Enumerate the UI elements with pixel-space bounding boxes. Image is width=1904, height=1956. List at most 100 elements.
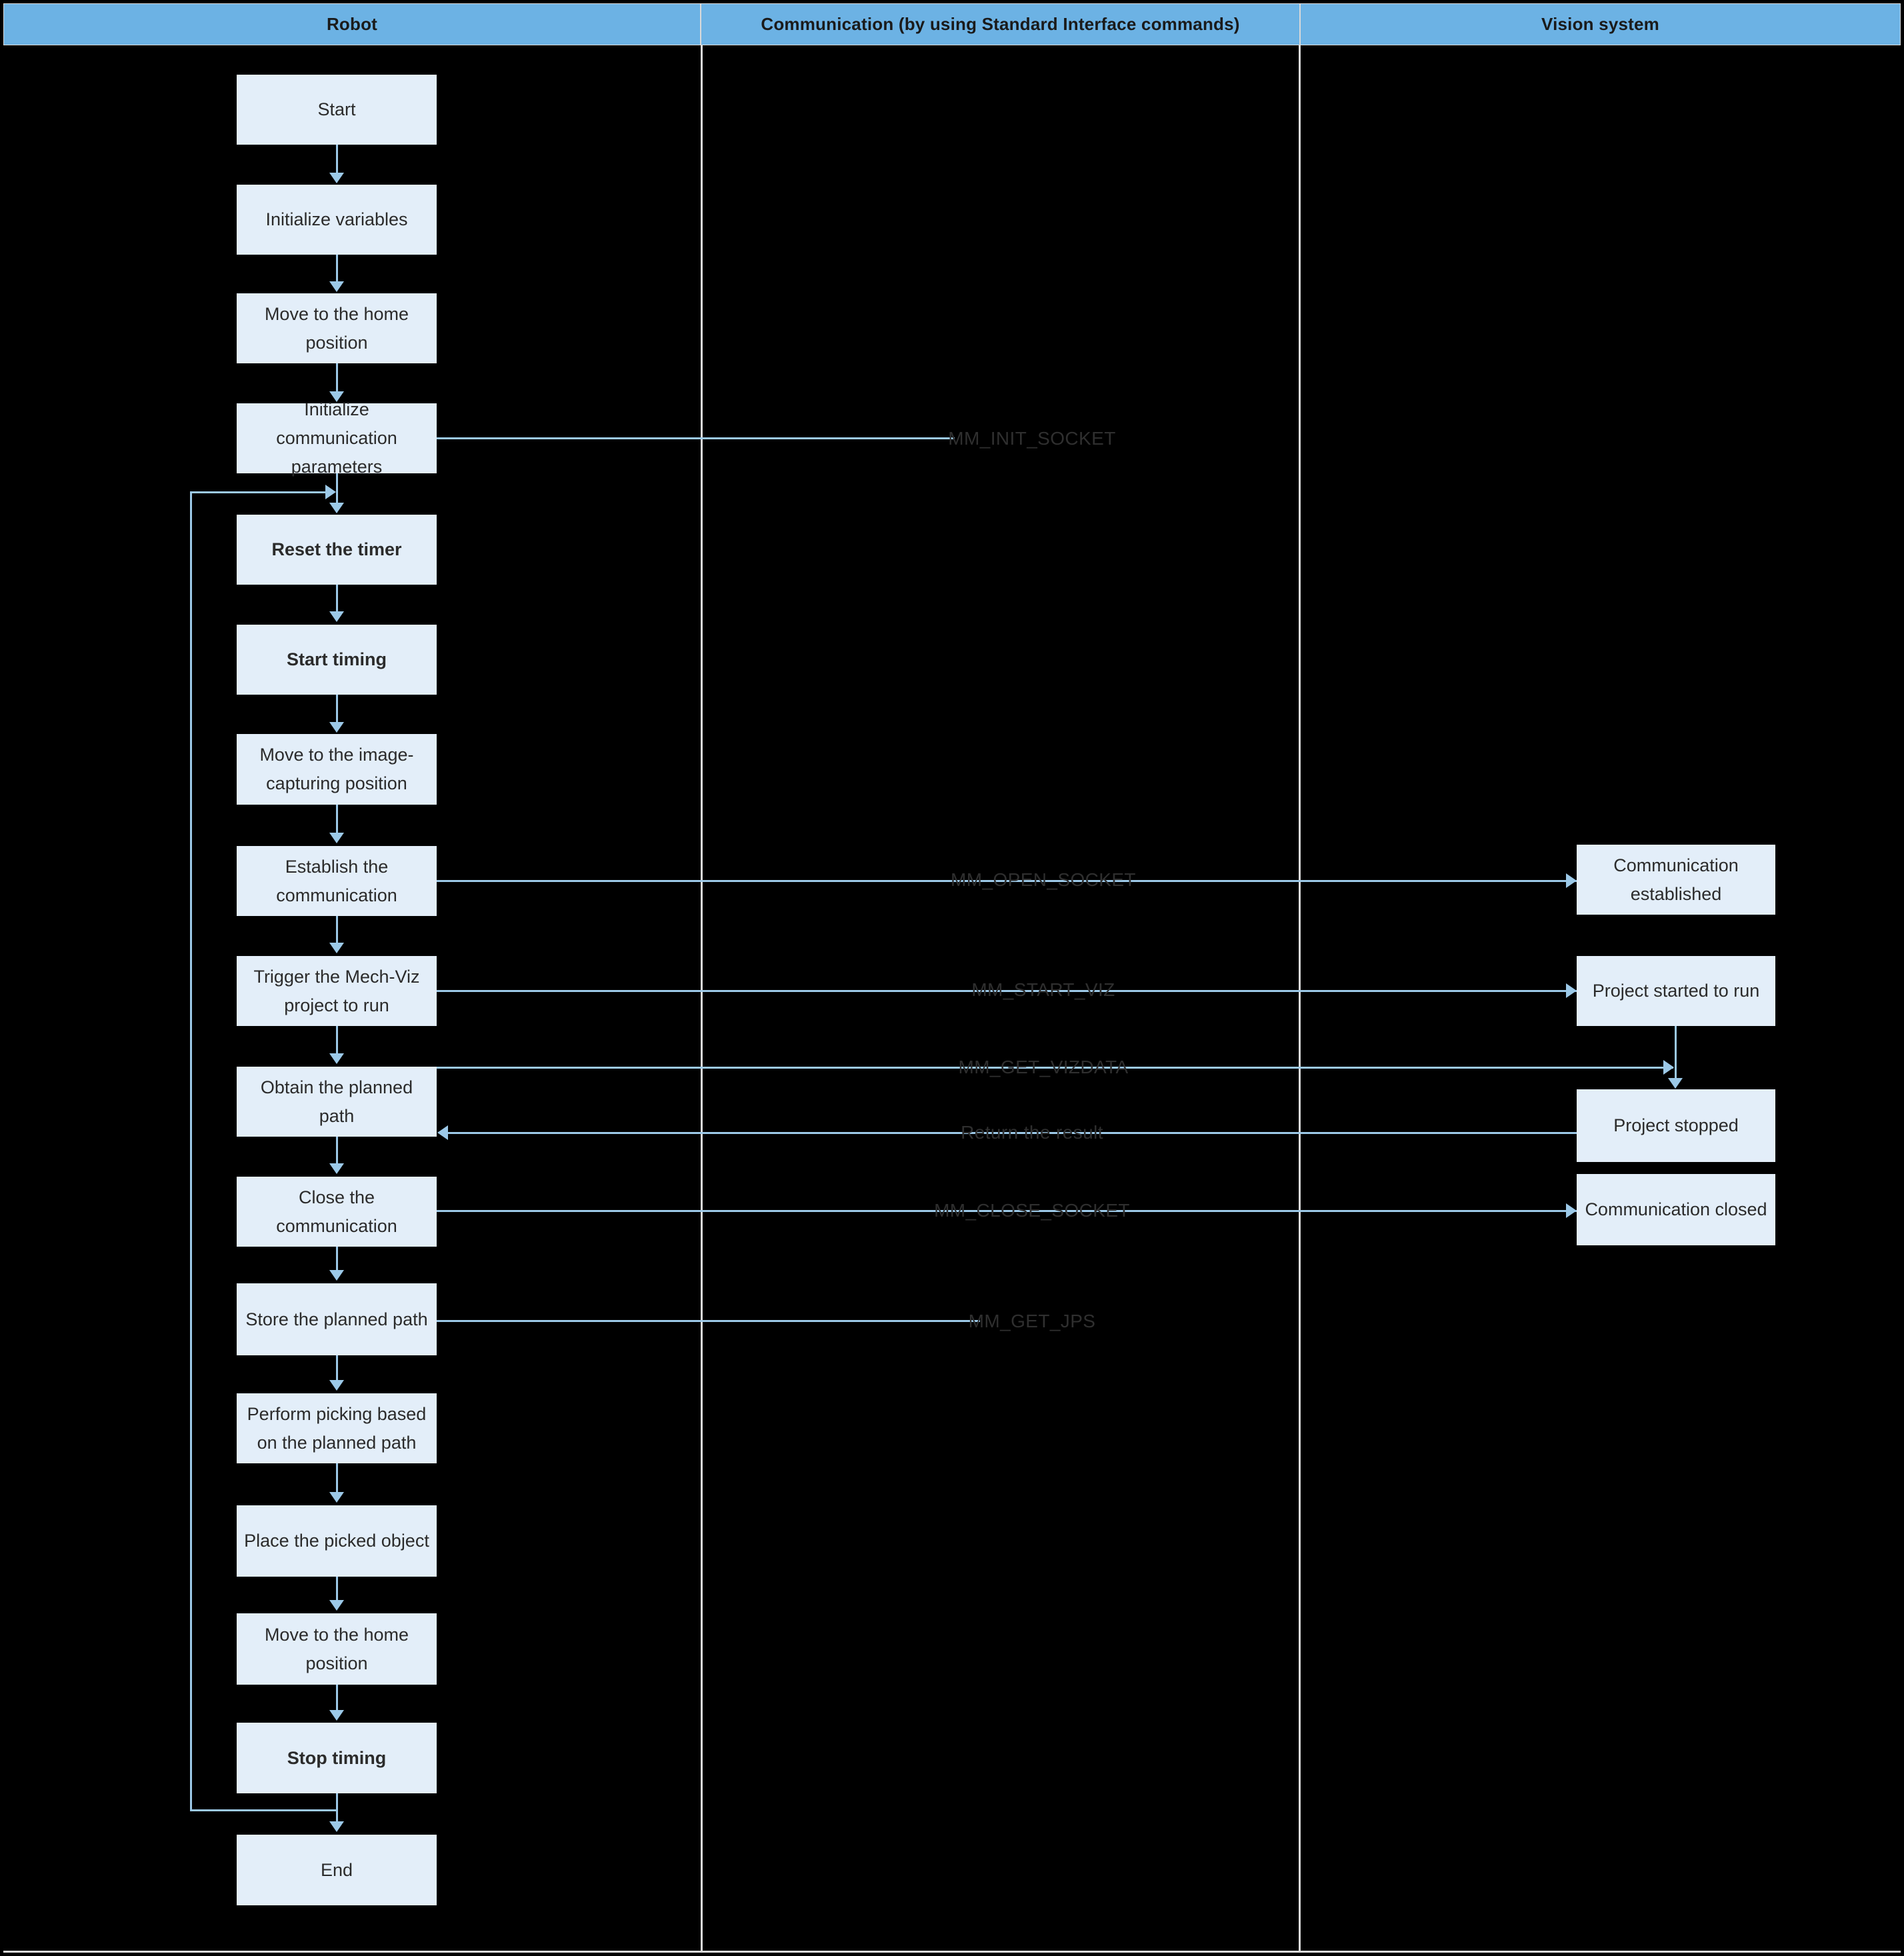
node-establish-the-communication[interactable]: Establish the communication <box>237 846 437 916</box>
node-label: Move to the home position <box>264 303 409 353</box>
connector-start-to-init <box>336 145 338 174</box>
node-project-started-to-run[interactable]: Project started to run <box>1577 956 1775 1026</box>
node-close-the-communication[interactable]: Close the communication <box>237 1177 437 1247</box>
node-perform-picking[interactable]: Perform picking based on the planned pat… <box>237 1393 437 1463</box>
msgline-mm-get-jps <box>437 1320 980 1322</box>
node-obtain-the-planned-path[interactable]: Obtain the planned path <box>237 1067 437 1137</box>
arrow-mm-get-vizdata <box>1663 1060 1674 1075</box>
arrow-initcomm-to-resettimer <box>329 503 344 513</box>
msgline-return-the-result <box>448 1132 1577 1134</box>
node-end[interactable]: End <box>237 1835 437 1905</box>
arrow-starttiming-to-movecapture <box>329 722 344 733</box>
lane-title-vision: Vision system <box>1541 14 1659 34</box>
node-label: Start <box>317 99 356 119</box>
node-start-timing[interactable]: Start timing <box>237 625 437 695</box>
lane-divider-1 <box>701 45 703 1952</box>
lane-header-robot: Robot <box>3 3 701 45</box>
msgline-mm-start-viz <box>437 990 1577 992</box>
connector-close-to-store <box>336 1247 338 1273</box>
message-label-mm-start-viz: MM_START_VIZ <box>971 979 1115 1000</box>
arrow-trigger-to-obtain <box>329 1053 344 1064</box>
connector-projectstarted-to-projectstopped <box>1675 1026 1677 1083</box>
connector-movehome-to-initcomm <box>336 363 338 393</box>
lane-title-robot: Robot <box>326 14 378 34</box>
node-label: End <box>320 1859 353 1880</box>
loopback-bottom-segment <box>190 1809 337 1811</box>
connector-place-to-movehome2 <box>336 1577 338 1602</box>
arrow-start-to-init <box>329 173 344 183</box>
node-label: Trigger the Mech-Viz project to run <box>253 966 420 1015</box>
arrow-movehome2-to-stoptiming <box>329 1710 344 1721</box>
node-trigger-mech-viz-project[interactable]: Trigger the Mech-Viz project to run <box>237 956 437 1026</box>
node-label: Close the communication <box>276 1187 397 1236</box>
arrow-obtain-to-close <box>329 1163 344 1174</box>
connector-trigger-to-obtain <box>336 1026 338 1055</box>
node-store-the-planned-path[interactable]: Store the planned path <box>237 1283 437 1355</box>
node-reset-the-timer[interactable]: Reset the timer <box>237 515 437 585</box>
msgline-mm-get-vizdata <box>437 1067 1673 1069</box>
node-label: Reset the timer <box>271 539 402 559</box>
lane-divider-2 <box>1299 45 1301 1952</box>
loopback-vertical-segment <box>190 491 192 1811</box>
node-label: Place the picked object <box>244 1531 429 1551</box>
node-label: Initialize variables <box>265 209 408 229</box>
message-label-return-the-result: Return the result <box>961 1122 1103 1143</box>
arrow-perform-to-place <box>329 1492 344 1503</box>
message-label-mm-get-vizdata: MM_GET_VIZDATA <box>958 1057 1129 1077</box>
connector-movehome2-to-stoptiming <box>336 1685 338 1713</box>
frame-bottom-border <box>3 1951 1901 1953</box>
node-communication-closed[interactable]: Communication closed <box>1577 1174 1775 1245</box>
message-label-mm-open-socket: MM_OPEN_SOCKET <box>951 869 1136 890</box>
node-label: Stop timing <box>287 1747 387 1768</box>
lane-header-vision: Vision system <box>1300 3 1901 45</box>
lane-header-communication: Communication (by using Standard Interfa… <box>701 3 1300 45</box>
connector-init-to-movehome <box>336 255 338 283</box>
msgline-mm-init-socket <box>437 437 955 439</box>
node-move-to-home-position-2[interactable]: Move to the home position <box>237 1613 437 1685</box>
node-label: Move to the image-capturing position <box>259 745 414 793</box>
node-stop-timing[interactable]: Stop timing <box>237 1723 437 1793</box>
node-label: Project started to run <box>1592 981 1760 1001</box>
node-place-the-picked-object[interactable]: Place the picked object <box>237 1505 437 1577</box>
arrow-loopback-to-resettimer <box>325 485 336 499</box>
node-initialize-variables[interactable]: Initialize variables <box>237 185 437 255</box>
node-label: Initialize communication parameters <box>276 399 397 477</box>
message-label-mm-get-jps: MM_GET_JPS <box>968 1311 1096 1331</box>
node-label: Establish the communication <box>276 856 397 905</box>
node-label: Perform picking based on the planned pat… <box>247 1403 427 1453</box>
connector-obtain-to-close <box>336 1137 338 1165</box>
connector-stoptiming-to-end <box>336 1793 338 1823</box>
node-label: Communication closed <box>1585 1199 1767 1219</box>
node-move-to-home-position-1[interactable]: Move to the home position <box>237 293 437 363</box>
node-communication-established[interactable]: Communication established <box>1577 845 1775 915</box>
connector-perform-to-place <box>336 1463 338 1493</box>
arrow-place-to-movehome2 <box>329 1600 344 1611</box>
node-initialize-communication-parameters[interactable]: Initialize communication parameters <box>237 399 437 477</box>
lane-title-communication: Communication (by using Standard Interfa… <box>761 14 1240 34</box>
connector-store-to-perform <box>336 1355 338 1383</box>
msgline-mm-open-socket <box>437 880 1577 882</box>
node-move-to-image-capturing-position[interactable]: Move to the image-capturing position <box>237 734 437 805</box>
arrow-store-to-perform <box>329 1380 344 1391</box>
node-label: Obtain the planned path <box>260 1077 413 1126</box>
connector-movecapture-to-establish <box>336 805 338 834</box>
connector-resettimer-to-starttiming <box>336 585 338 613</box>
node-label: Start timing <box>286 649 387 669</box>
node-project-stopped[interactable]: Project stopped <box>1577 1089 1775 1162</box>
arrow-resettimer-to-starttiming <box>329 611 344 622</box>
arrow-return-the-result <box>437 1125 448 1140</box>
connector-starttiming-to-movecapture <box>336 695 338 723</box>
arrow-movecapture-to-establish <box>329 833 344 843</box>
message-label-mm-close-socket: MM_CLOSE_SOCKET <box>934 1200 1130 1221</box>
connector-establish-to-trigger <box>336 916 338 944</box>
arrow-projectstarted-to-projectstopped <box>1668 1078 1683 1089</box>
message-label-mm-init-socket: MM_INIT_SOCKET <box>948 428 1116 449</box>
loopback-top-segment <box>190 491 327 493</box>
node-start[interactable]: Start <box>237 75 437 145</box>
arrow-stoptiming-to-end <box>329 1821 344 1832</box>
arrow-mm-start-viz <box>1566 983 1577 998</box>
node-label: Project stopped <box>1613 1115 1739 1135</box>
node-label: Communication established <box>1613 855 1739 904</box>
arrow-mm-open-socket <box>1566 873 1577 888</box>
